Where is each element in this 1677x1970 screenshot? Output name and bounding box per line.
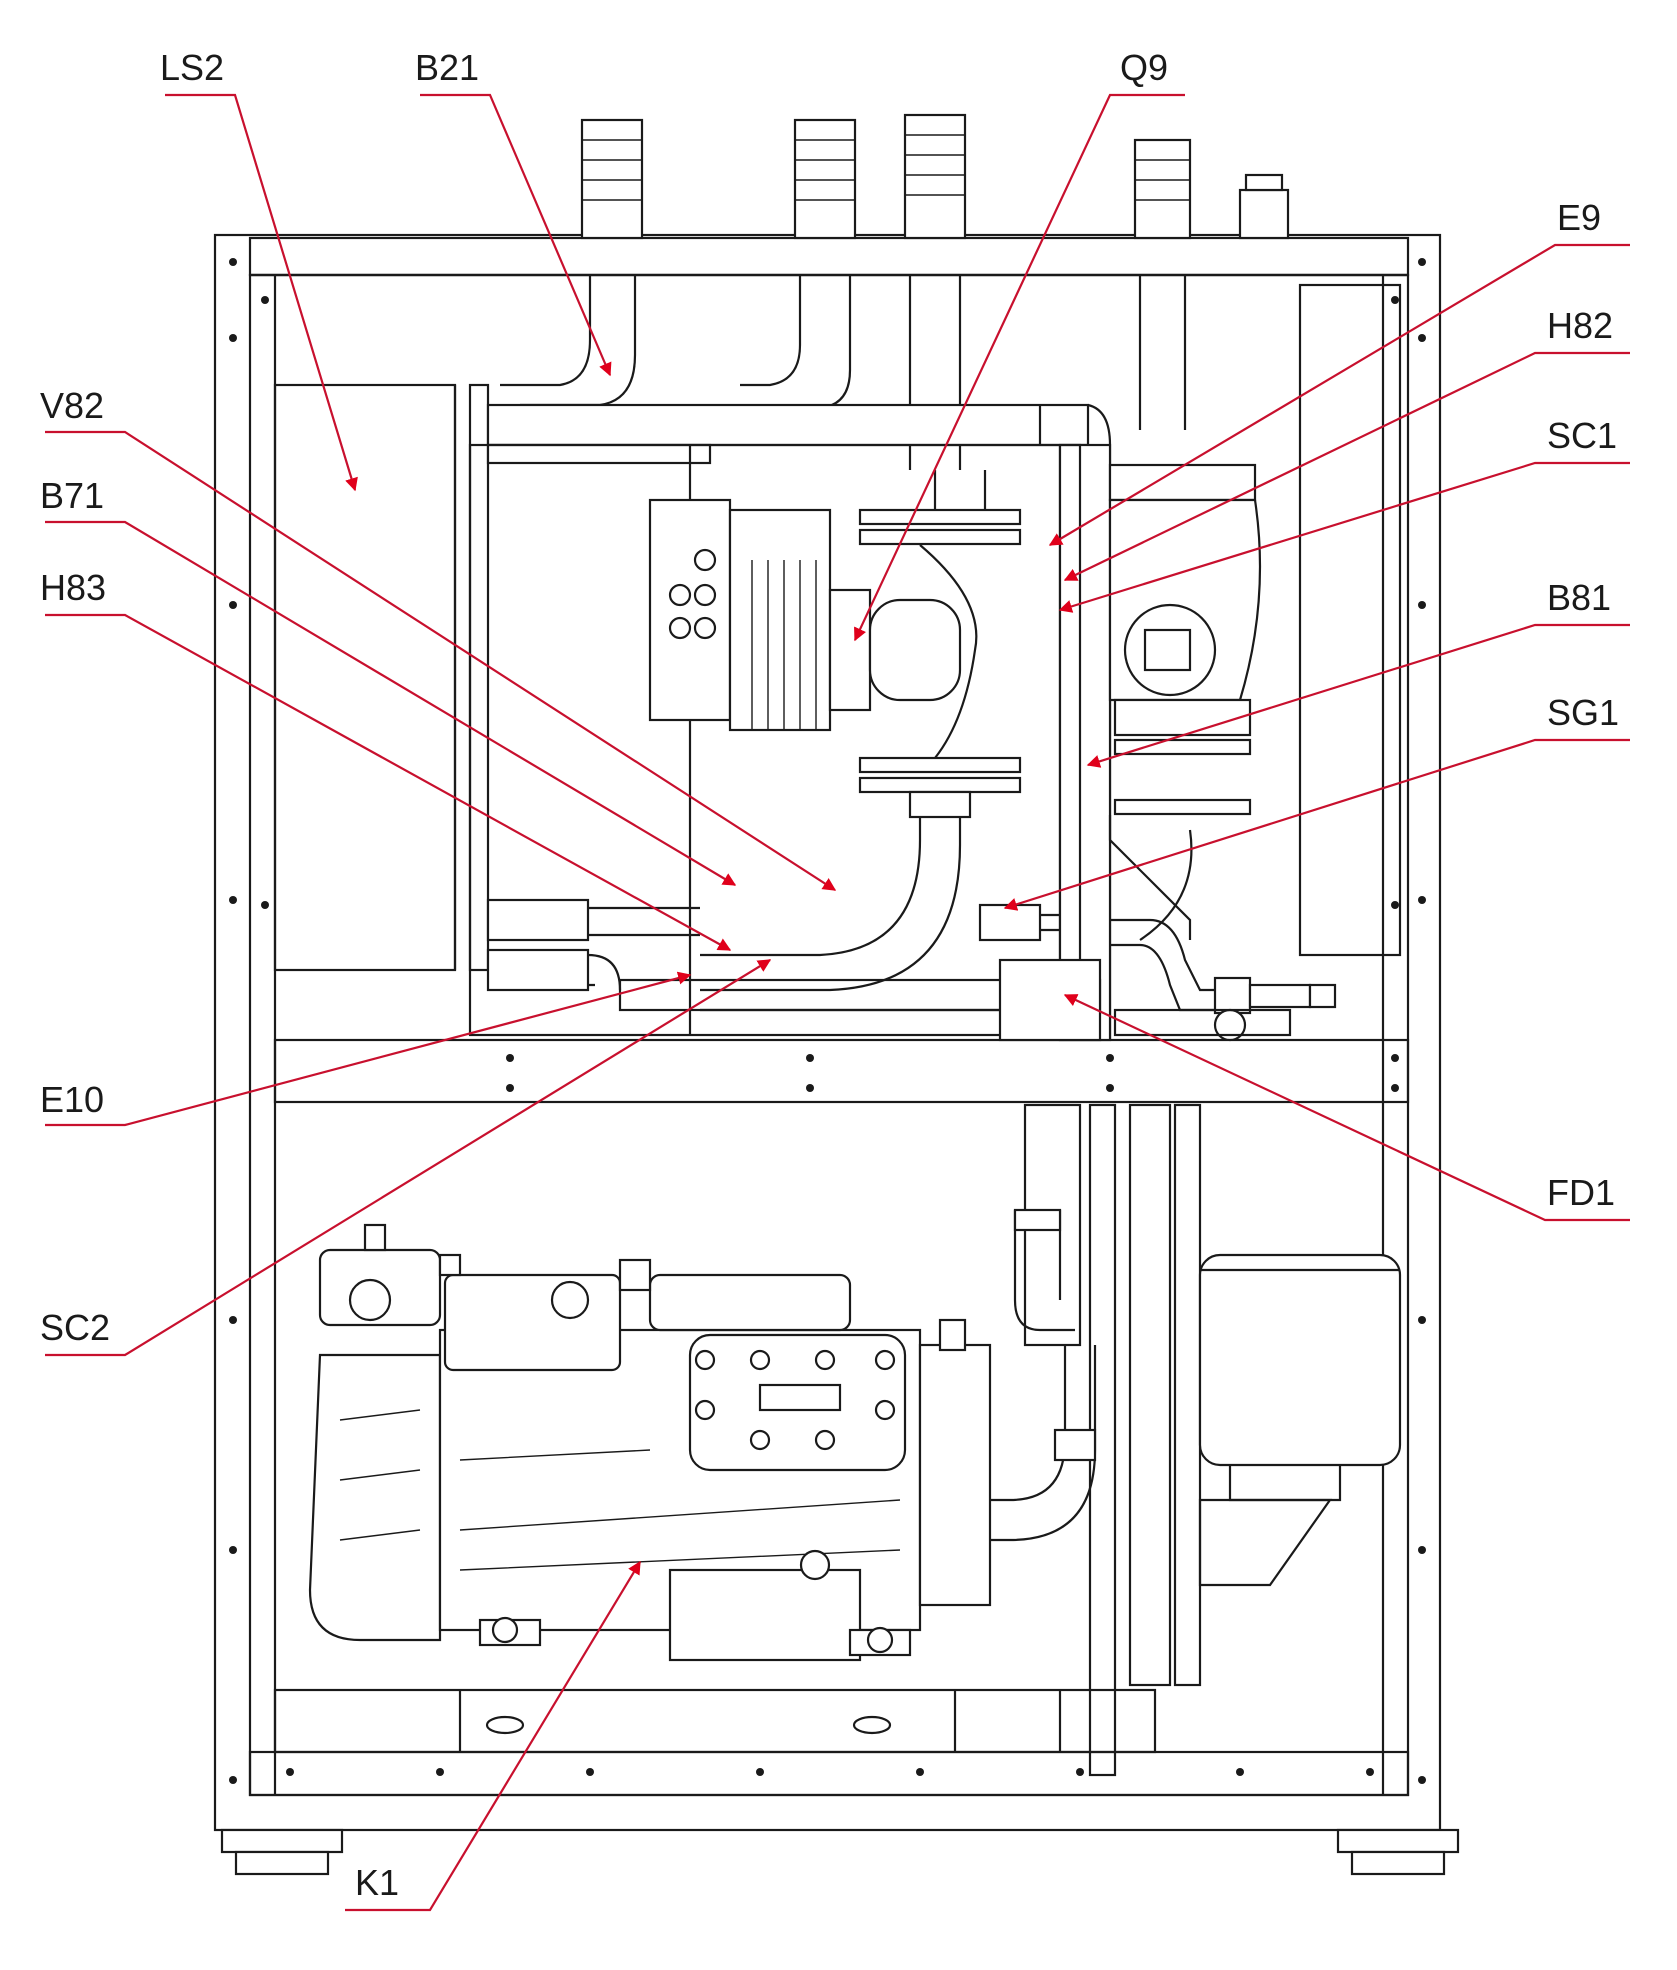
leader-h82 bbox=[1063, 351, 1630, 581]
label-h83: H83 bbox=[40, 567, 106, 608]
leader-ls2 bbox=[165, 93, 358, 492]
leader-fd1 bbox=[1063, 994, 1630, 1222]
callout-labels: LS2 B21 Q9 E9 H82 SC1 V82 B71 H83 B81 SG… bbox=[40, 47, 1619, 1903]
machine-drawing bbox=[213, 113, 1460, 1876]
receiver bbox=[1198, 1253, 1402, 1587]
label-sc1: SC1 bbox=[1547, 415, 1617, 456]
label-ls2: LS2 bbox=[160, 47, 224, 88]
right-pump bbox=[1108, 463, 1262, 941]
label-v82: V82 bbox=[40, 385, 104, 426]
q9-pump bbox=[648, 470, 1022, 794]
leader-h83 bbox=[45, 613, 732, 951]
leader-b21 bbox=[420, 93, 612, 377]
label-b21: B21 bbox=[415, 47, 479, 88]
label-e9: E9 bbox=[1557, 197, 1601, 238]
leader-sc1 bbox=[1058, 461, 1630, 613]
label-b81: B81 bbox=[1547, 577, 1611, 618]
label-b71: B71 bbox=[40, 475, 104, 516]
middle-shelf bbox=[273, 1038, 1410, 1104]
label-k1: K1 bbox=[355, 1862, 399, 1903]
bottom-rail bbox=[248, 1750, 1410, 1797]
leader-sc2 bbox=[45, 959, 772, 1357]
label-sc2: SC2 bbox=[40, 1307, 110, 1348]
leader-b71 bbox=[45, 520, 737, 886]
label-q9: Q9 bbox=[1120, 47, 1168, 88]
foot-left bbox=[220, 1828, 344, 1854]
leader-sg1 bbox=[1003, 738, 1630, 911]
label-h82: H82 bbox=[1547, 305, 1613, 346]
leader-e10 bbox=[45, 971, 692, 1127]
foot-right bbox=[1336, 1828, 1460, 1854]
label-sg1: SG1 bbox=[1547, 692, 1619, 733]
ls2-enclosure bbox=[273, 383, 457, 972]
callout-lines bbox=[45, 93, 1630, 1912]
leader-e9 bbox=[1048, 243, 1630, 546]
label-e10: E10 bbox=[40, 1079, 104, 1120]
pipe-stubs bbox=[580, 113, 1290, 240]
k1-compressor bbox=[308, 1223, 992, 1662]
leader-q9 bbox=[854, 93, 1185, 642]
label-fd1: FD1 bbox=[1547, 1172, 1615, 1213]
leader-b81 bbox=[1086, 623, 1630, 768]
leader-v82 bbox=[45, 430, 837, 891]
leader-k1 bbox=[345, 1560, 641, 1912]
